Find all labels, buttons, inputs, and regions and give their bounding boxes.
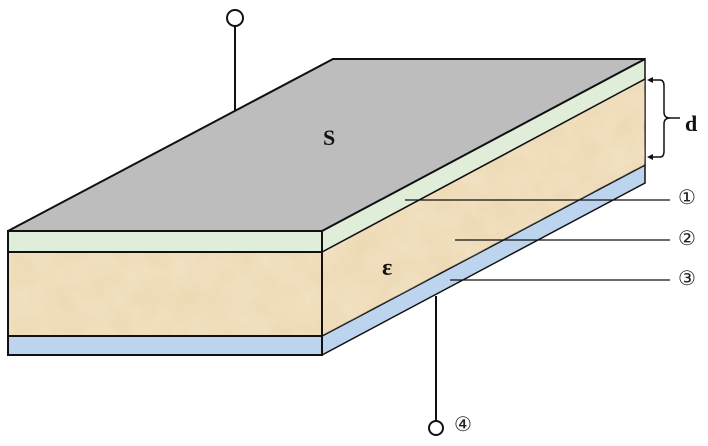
- thickness-label: d: [685, 111, 698, 136]
- callout-4: ④: [454, 412, 472, 436]
- bottom-terminal: [428, 296, 444, 436]
- permittivity-label: ε: [382, 255, 393, 281]
- callout-2: ②: [678, 226, 696, 250]
- thickness-bracket: [647, 77, 680, 160]
- callout-1: ①: [678, 185, 696, 209]
- front-face-top-electrode: [7, 230, 323, 253]
- front-face-bottom-electrode: [7, 335, 323, 356]
- area-label: S: [323, 125, 336, 150]
- callout-3: ③: [678, 266, 696, 290]
